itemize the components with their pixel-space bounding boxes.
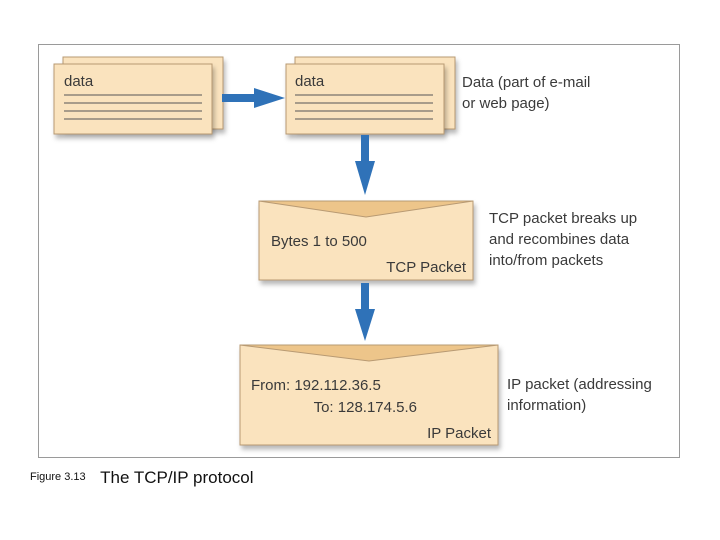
source-page-front xyxy=(53,63,213,135)
source-document: data xyxy=(53,56,224,135)
arrow-head xyxy=(355,309,375,341)
arrow-right xyxy=(222,88,285,108)
figure-number: Figure 3.13 xyxy=(30,471,86,483)
arrow-shaft xyxy=(361,283,369,309)
ip-envelope-flap xyxy=(239,344,499,362)
figure-frame: data data Data (part of e-mail or web pa… xyxy=(38,44,680,458)
tcp-envelope-flap xyxy=(258,200,474,218)
ip-note-line: information) xyxy=(507,397,586,414)
ip-note-line: IP packet (addressing xyxy=(507,376,652,393)
ip-to: To: 128.174.5.6 xyxy=(314,399,417,416)
figure-caption: Figure 3.13 The TCP/IP protocol xyxy=(30,468,254,488)
dest-document: data xyxy=(285,56,456,135)
arrow-head xyxy=(254,88,285,108)
data-note: Data (part of e-mail or web page) xyxy=(462,74,595,112)
arrow-shaft xyxy=(222,94,254,102)
dest-doc-label: data xyxy=(295,73,325,90)
arrow-shaft xyxy=(361,135,369,161)
data-note-line: or web page) xyxy=(462,95,550,112)
tcp-note-line: and recombines data xyxy=(489,231,630,248)
tcp-note-line: into/from packets xyxy=(489,252,603,269)
ip-envelope: From: 192.112.36.5 To: 128.174.5.6 IP Pa… xyxy=(239,344,499,446)
arrow-head xyxy=(355,161,375,195)
ip-envelope-body xyxy=(239,344,499,446)
tcp-note-line: TCP packet breaks up xyxy=(489,210,637,227)
source-doc-label: data xyxy=(64,73,94,90)
figure-title: The TCP/IP protocol xyxy=(100,468,254,487)
ip-from: From: 192.112.36.5 xyxy=(251,377,381,394)
ip-packet-label: IP Packet xyxy=(427,425,492,442)
tcp-envelope: Bytes 1 to 500 TCP Packet xyxy=(258,200,474,281)
tcp-ip-diagram: data data Data (part of e-mail or web pa… xyxy=(53,56,656,446)
ip-note: IP packet (addressing information) xyxy=(507,376,656,414)
tcp-content: Bytes 1 to 500 xyxy=(271,233,367,250)
dest-page-front xyxy=(285,63,445,135)
arrow-down xyxy=(355,135,375,195)
tcp-packet-label: TCP Packet xyxy=(386,259,467,276)
arrow-down xyxy=(355,283,375,341)
tcp-note: TCP packet breaks up and recombines data… xyxy=(489,210,641,269)
data-note-line: Data (part of e-mail xyxy=(462,74,590,91)
